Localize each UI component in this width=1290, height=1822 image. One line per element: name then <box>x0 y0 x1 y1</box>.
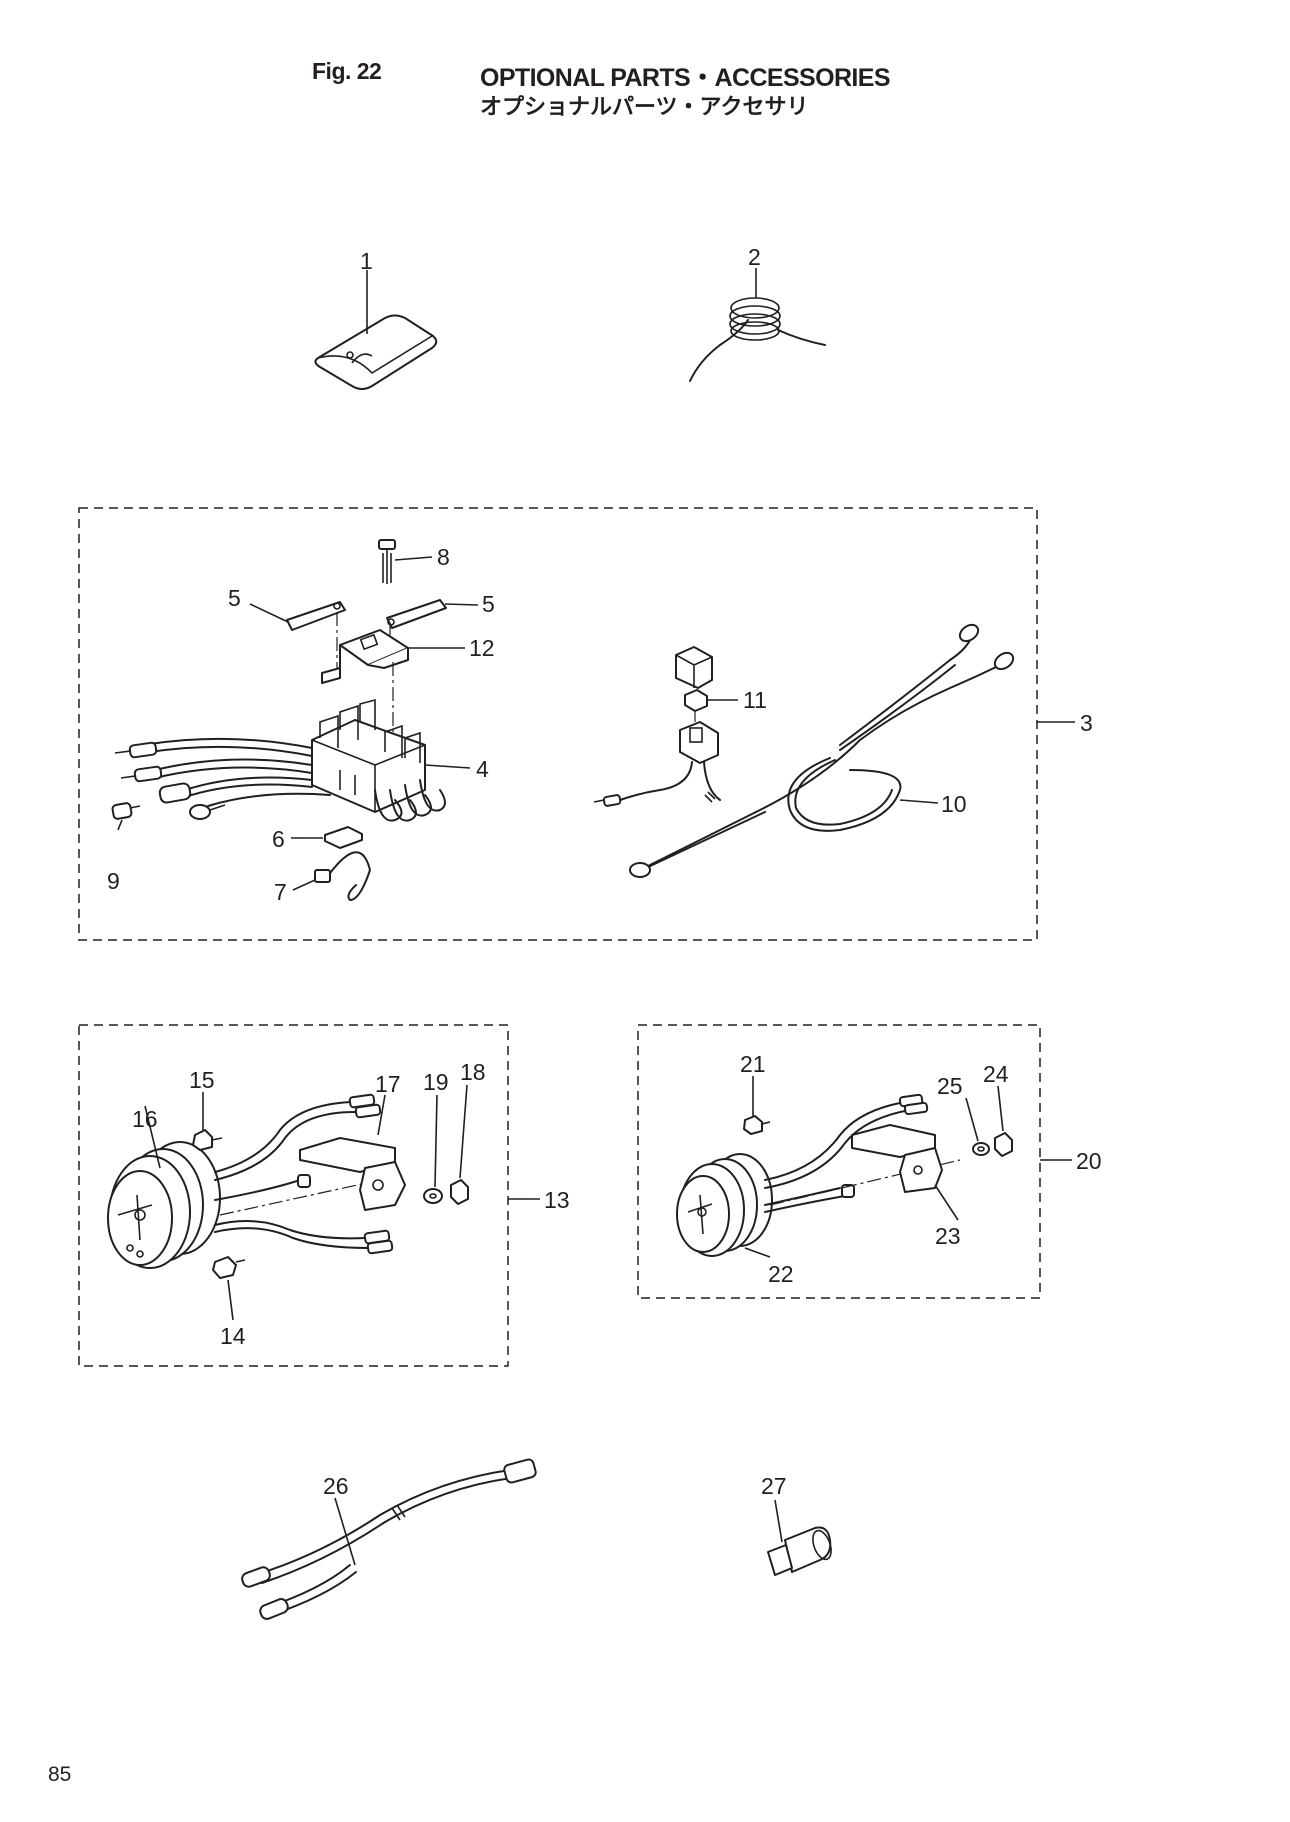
part-1-cover <box>314 270 438 390</box>
callout-12: 12 <box>469 635 495 661</box>
part-27-plug <box>767 1499 832 1576</box>
callout-15: 15 <box>189 1067 215 1093</box>
callout-5-left: 5 <box>228 585 241 611</box>
callout-9: 9 <box>107 868 120 894</box>
part-11-relay <box>593 646 738 807</box>
callout-4: 4 <box>476 756 489 782</box>
kit-13-box <box>78 1024 509 1367</box>
callout-5-right: 5 <box>482 591 495 617</box>
part-12-bracket <box>321 629 465 732</box>
callout-13: 13 <box>544 1187 570 1213</box>
figure-title-japanese: オプショナルパーツ・アクセサリ <box>480 95 809 120</box>
part-15-bulb <box>192 1092 223 1151</box>
kit-20-box <box>637 1024 1041 1299</box>
callout-21: 21 <box>740 1051 766 1077</box>
callout-14: 14 <box>220 1323 246 1349</box>
callout-8: 8 <box>437 544 450 570</box>
figure-number: Fig. 22 <box>312 58 382 84</box>
part-6-pad <box>291 826 363 849</box>
callout-24: 24 <box>983 1061 1009 1087</box>
part-7-tie <box>292 851 372 902</box>
part-16-meter <box>107 1105 221 1269</box>
part-19-washer <box>423 1094 443 1204</box>
part-4-leads <box>114 737 331 820</box>
part-17-bracket <box>299 1094 406 1211</box>
callout-6: 6 <box>272 826 285 852</box>
callout-10: 10 <box>941 791 967 817</box>
callout-25: 25 <box>937 1073 963 1099</box>
callout-3: 3 <box>1080 710 1093 736</box>
part-25-washer <box>965 1097 990 1156</box>
callout-16: 16 <box>132 1106 158 1132</box>
callout-18: 18 <box>460 1059 486 1085</box>
part-9-cap <box>111 802 141 831</box>
part-14-bulb <box>212 1256 246 1321</box>
callout-11: 11 <box>743 687 767 713</box>
part-24-nut <box>994 1085 1013 1157</box>
callout-labels: 1 2 3 4 5 5 6 7 8 9 10 11 12 13 14 15 16… <box>107 244 1102 1499</box>
callout-2: 2 <box>748 244 761 270</box>
part-26-cable <box>241 1458 537 1620</box>
part-23-bracket <box>851 1124 959 1221</box>
callout-7: 7 <box>274 879 287 905</box>
part-13-wiring <box>214 1093 540 1255</box>
kit-3-box <box>78 507 1038 941</box>
part-4-rectifier <box>311 698 471 822</box>
part-2-coil-wire <box>689 268 826 382</box>
callout-17: 17 <box>375 1071 401 1097</box>
callout-1: 1 <box>360 248 373 274</box>
figure-title-english: OPTIONAL PARTS・ACCESSORIES <box>480 64 891 92</box>
part-21-bulb <box>743 1076 771 1135</box>
part-18-nut <box>450 1084 469 1205</box>
callout-22: 22 <box>768 1261 794 1287</box>
part-5-straps <box>249 599 479 680</box>
callout-19: 19 <box>423 1069 449 1095</box>
callout-23: 23 <box>935 1223 961 1249</box>
callout-27: 27 <box>761 1473 787 1499</box>
part-22-meter <box>676 1153 773 1258</box>
part-8-bolt <box>378 539 433 584</box>
page-number: 85 <box>48 1763 72 1786</box>
callout-26: 26 <box>323 1473 349 1499</box>
callout-20: 20 <box>1076 1148 1102 1174</box>
part-10-harness <box>629 623 1015 878</box>
